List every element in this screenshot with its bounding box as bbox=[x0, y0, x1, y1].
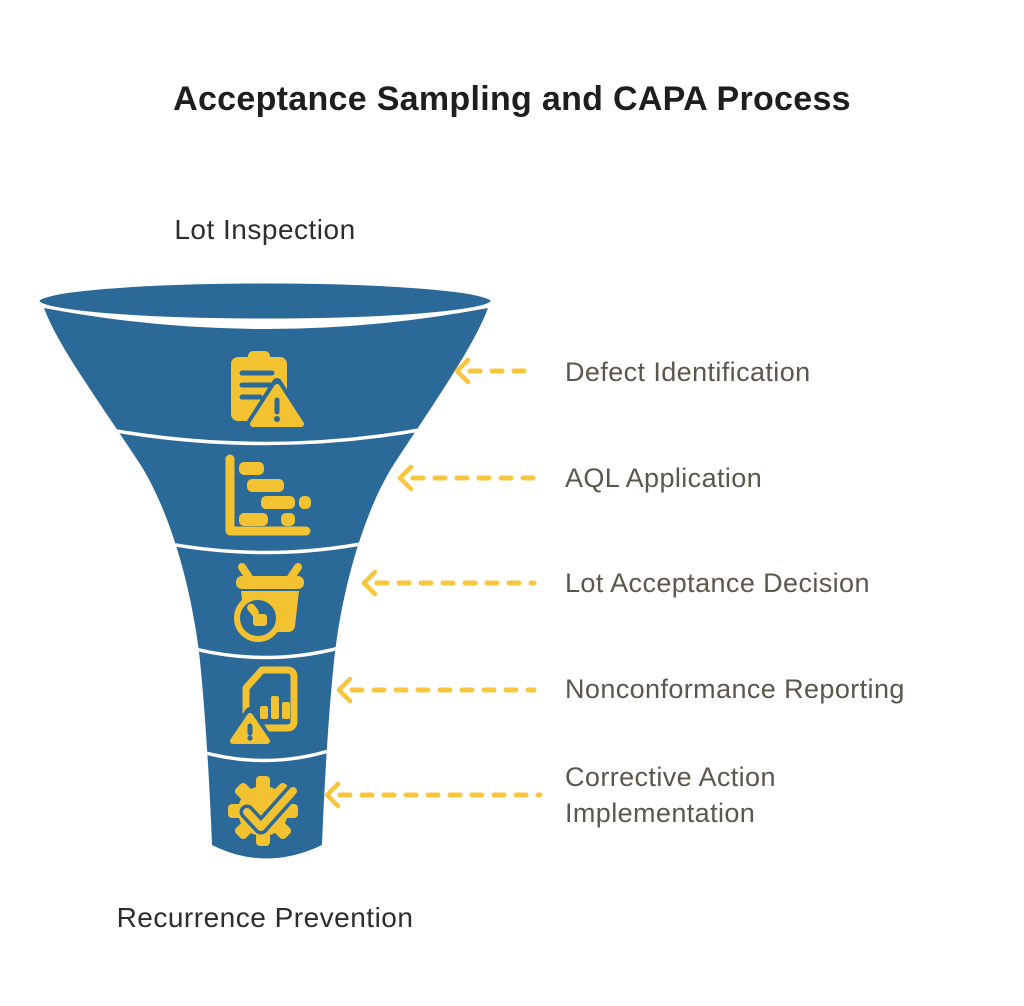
gantt-chart-icon bbox=[225, 454, 311, 536]
report-warning-icon bbox=[224, 666, 298, 749]
gear-check-icon bbox=[228, 776, 301, 846]
stage-label-nonconformance-reporting: Nonconformance Reporting bbox=[565, 674, 905, 704]
arrow-nonconformance-reporting bbox=[336, 676, 537, 704]
clipboard-warning-icon bbox=[231, 351, 310, 432]
arrow-aql-application bbox=[397, 464, 537, 492]
stage-label-aql-application: AQL Application bbox=[565, 463, 763, 493]
stage-label-lot-acceptance-decision: Lot Acceptance Decision bbox=[565, 568, 870, 598]
basket-approval-icon bbox=[234, 563, 304, 642]
arrow-corrective-action bbox=[324, 781, 543, 809]
arrow-lot-acceptance-decision bbox=[361, 569, 537, 597]
page-title: Acceptance Sampling and CAPA Process bbox=[173, 80, 851, 118]
funnel-top-opening bbox=[36, 280, 494, 322]
connector-arrows bbox=[324, 357, 543, 809]
stage-label-corrective-action: Corrective Action Implementation bbox=[565, 762, 776, 828]
funnel-bottom-label: Recurrence Prevention bbox=[116, 902, 414, 933]
arrow-defect-identification bbox=[454, 357, 537, 385]
stage-label-defect-identification: Defect Identification bbox=[565, 357, 811, 387]
funnel-top-label: Lot Inspection bbox=[174, 214, 356, 245]
